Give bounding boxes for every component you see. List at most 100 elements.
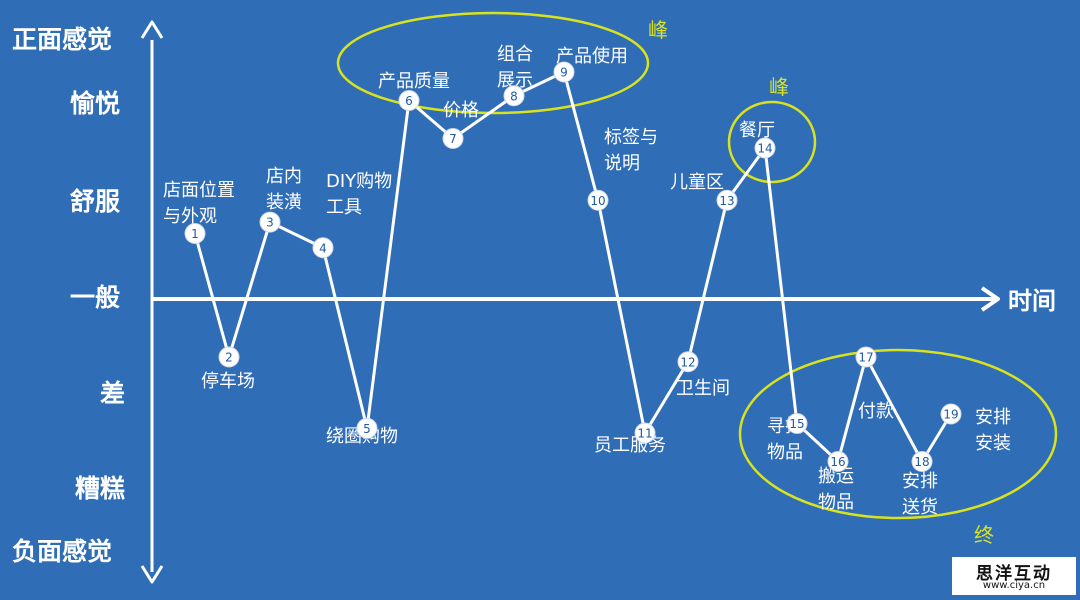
point-label-16: 搬运物品 — [818, 466, 854, 513]
point-label-line: 员工服务 — [594, 435, 666, 456]
touchpoint-number: 15 — [789, 417, 804, 431]
point-label-line: 说明 — [604, 153, 640, 174]
peak-ellipse-2 — [727, 100, 817, 184]
point-labels: 店面位置与外观停车场店内装潢DIY购物工具绕圈购物产品质量价格组合展示产品使用标… — [163, 44, 1011, 518]
point-label-line: 儿童区 — [670, 172, 724, 193]
touchpoint-number: 7 — [449, 132, 457, 146]
watermark-brand: 思洋互动 — [976, 564, 1052, 584]
touchpoint-node-8 — [503, 85, 525, 107]
point-label-13: 儿童区 — [670, 172, 724, 193]
touchpoint-number: 1 — [191, 227, 199, 241]
point-label-12: 卫生间 — [676, 378, 730, 399]
point-label-11: 员工服务 — [594, 435, 666, 456]
end-annotation: 终 — [974, 523, 994, 547]
axes — [140, 20, 1000, 584]
point-label-line: 与外观 — [163, 206, 217, 227]
touchpoint-number: 6 — [405, 94, 413, 108]
touchpoint-node-16 — [827, 451, 849, 472]
touchpoint-number: 4 — [319, 241, 327, 255]
touchpoint-node-9 — [553, 61, 575, 83]
peak-annotation-1: 峰 — [648, 18, 668, 42]
touchpoint-number: 18 — [914, 455, 929, 469]
point-label-line: 送货 — [902, 497, 938, 518]
touchpoint-number: 16 — [830, 455, 845, 469]
peak-ellipse-1 — [336, 11, 650, 115]
y-level-label: 一般 — [70, 283, 120, 312]
y-level-label: 正面感觉 — [12, 25, 112, 54]
y-level-label: 负面感觉 — [12, 537, 112, 566]
point-label-14: 餐厅 — [739, 120, 775, 141]
point-label-7: 价格 — [443, 100, 479, 121]
point-label-line: 搬运 — [818, 466, 854, 487]
touchpoint-node-12 — [677, 351, 699, 373]
point-label-line: 装潢 — [266, 192, 302, 213]
y-level-label: 舒服 — [70, 187, 121, 216]
touchpoint-number: 10 — [590, 194, 605, 208]
watermark-site: www.ciya.cn — [982, 580, 1046, 591]
point-label-line: 组合 — [497, 44, 533, 65]
touchpoint-number: 3 — [266, 216, 274, 230]
touchpoint-number: 17 — [858, 351, 873, 365]
point-label-line: 店内 — [266, 166, 302, 187]
touchpoint-number: 14 — [757, 142, 772, 156]
point-label-line: 安排 — [975, 407, 1011, 428]
touchpoint-node-14 — [754, 137, 776, 159]
point-label-line: 物品 — [818, 492, 854, 513]
point-label-19: 安排安装 — [975, 407, 1011, 454]
touchpoint-node-3 — [259, 211, 281, 233]
point-label-line: 工具 — [326, 197, 362, 218]
touchpoint-node-18 — [911, 451, 933, 472]
point-label-line: 安排 — [902, 471, 938, 492]
point-label-6: 产品质量 — [378, 71, 450, 92]
point-label-18: 安排送货 — [902, 471, 938, 518]
point-label-9: 产品使用 — [556, 46, 628, 67]
touchpoint-node-15 — [786, 413, 808, 434]
point-label-10: 标签与说明 — [604, 127, 658, 174]
point-label-line: 标签与 — [604, 127, 658, 148]
touchpoint-number: 8 — [510, 89, 518, 103]
point-label-17: 付款 — [858, 401, 894, 422]
y-level-label: 愉悦 — [70, 89, 120, 118]
point-label-3: 店内装潢 — [266, 166, 302, 213]
end-ellipse — [738, 348, 1058, 520]
touchpoint-node-4 — [312, 237, 334, 259]
point-label-line: DIY购物 — [326, 171, 392, 192]
point-label-line: 价格 — [443, 100, 479, 121]
touchpoint-number: 12 — [680, 355, 695, 369]
touchpoint-number: 5 — [363, 422, 371, 436]
point-label-line: 产品质量 — [378, 71, 450, 92]
touchpoint-node-19 — [940, 403, 962, 425]
y-level-label: 差 — [100, 379, 125, 408]
point-label-8: 组合展示 — [497, 44, 533, 91]
point-label-4: DIY购物工具 — [326, 171, 392, 218]
y-level-label: 糟糕 — [75, 474, 125, 503]
touchpoint-node-2 — [218, 346, 240, 368]
touchpoint-node-1 — [184, 223, 206, 244]
touchpoint-node-6 — [398, 90, 420, 111]
point-label-line: 安装 — [975, 433, 1011, 454]
point-label-1: 店面位置与外观 — [163, 180, 235, 227]
point-label-line: 卫生间 — [676, 378, 730, 399]
touchpoint-number: 19 — [943, 408, 958, 422]
touchpoint-node-11 — [634, 422, 656, 444]
touchpoint-number: 9 — [560, 66, 568, 80]
touchpoint-number: 11 — [637, 427, 652, 441]
x-axis-label: 时间 — [1008, 287, 1056, 315]
touchpoint-number: 13 — [719, 194, 734, 208]
touchpoint-node-13 — [716, 189, 738, 211]
point-label-line: 产品使用 — [556, 46, 628, 67]
point-label-2: 停车场 — [201, 371, 255, 392]
point-label-line: 停车场 — [201, 371, 255, 392]
point-label-line: 物品 — [767, 442, 803, 463]
peak-annotation-2: 峰 — [769, 75, 789, 99]
point-label-line: 付款 — [858, 401, 894, 422]
touchpoint-node-17 — [855, 346, 877, 368]
watermark: 思洋互动 www.ciya.cn — [952, 557, 1076, 595]
touchpoint-node-7 — [442, 128, 464, 149]
point-label-line: 餐厅 — [739, 120, 775, 141]
touchpoint-number: 2 — [225, 351, 233, 365]
